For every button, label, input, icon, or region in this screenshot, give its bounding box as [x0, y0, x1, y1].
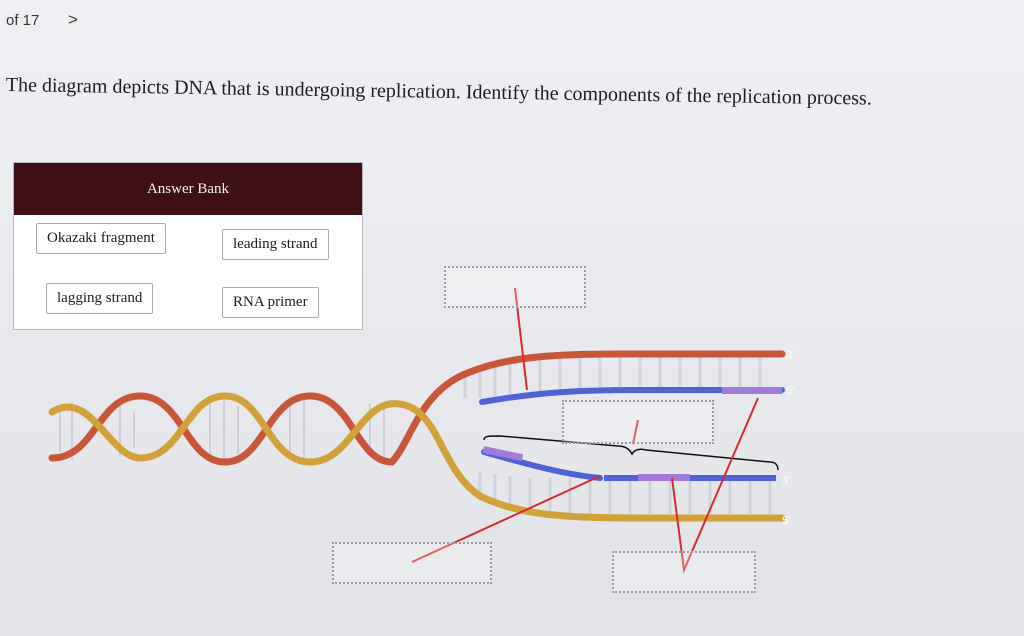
- drop-zone-3[interactable]: [332, 542, 492, 584]
- answer-bank-title: Answer Bank: [14, 163, 362, 215]
- parental-strand-bottom: [48, 392, 786, 522]
- end-label-lagging-3: 3': [782, 475, 790, 487]
- drop-zone-1[interactable]: [444, 266, 586, 308]
- fork-base-pairs: [463, 356, 772, 514]
- lagging-rna-primer-1: [482, 445, 524, 462]
- next-question-button[interactable]: >: [68, 10, 78, 29]
- drop-zone-2[interactable]: [562, 400, 714, 444]
- end-label-leading-5: 5': [786, 385, 794, 397]
- end-label-bottom-5: 5': [782, 515, 790, 527]
- leading-strand: [479, 387, 785, 405]
- answer-chip-lagging-strand[interactable]: lagging strand: [46, 283, 154, 314]
- parental-strand-top: [48, 350, 786, 466]
- answer-pointers: [411, 287, 759, 574]
- answer-chip-okazaki-fragment[interactable]: Okazaki fragment: [36, 223, 166, 254]
- leading-rna-primer: [722, 387, 782, 394]
- page-counter: of 17: [6, 12, 40, 29]
- end-label-top-3: 3': [786, 349, 794, 361]
- lagging-rna-primer-2: [638, 474, 690, 481]
- okazaki-bracket: [483, 435, 779, 471]
- answer-chip-leading-strand[interactable]: leading strand: [222, 229, 329, 260]
- answer-chip-rna-primer[interactable]: RNA primer: [222, 287, 319, 318]
- drop-zone-4[interactable]: [612, 551, 756, 593]
- top-navigation: of 17 >: [0, 0, 1024, 40]
- answer-bank: Answer Bank Okazaki fragment leading str…: [13, 162, 363, 330]
